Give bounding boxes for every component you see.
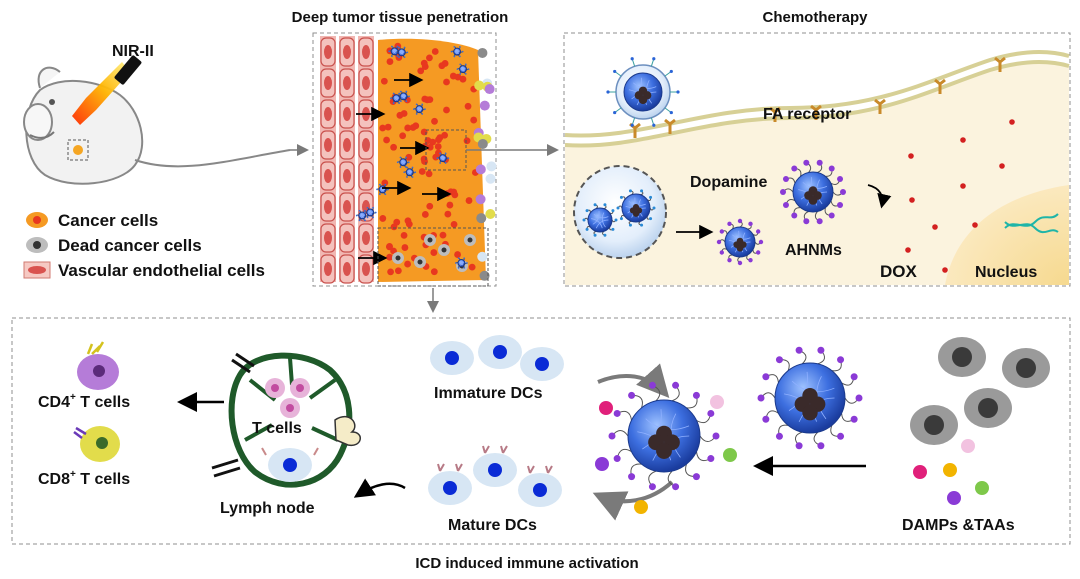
penetration-arrows bbox=[356, 72, 452, 266]
title-immune-activation: ICD induced immune activation bbox=[415, 555, 638, 572]
dead-cell-icon bbox=[938, 337, 986, 377]
nucleus-label: Nucleus bbox=[975, 264, 1037, 281]
nanoparticle-icon bbox=[436, 152, 450, 164]
svg-text:Cancer cells: Cancer cells bbox=[58, 211, 158, 230]
immune-panel: CD4+ T cells CD8+ T cells T cells Lymph … bbox=[11, 317, 1071, 545]
laser-icon bbox=[72, 55, 142, 125]
tissue-panel bbox=[312, 32, 497, 287]
title-penetration: Deep tumor tissue penetration bbox=[292, 9, 509, 26]
nanoparticle-icon bbox=[757, 346, 863, 450]
nanoparticle-icon bbox=[780, 159, 846, 225]
ahnms-label: AHNMs bbox=[785, 242, 842, 259]
dead-cancer-cells bbox=[910, 337, 1050, 445]
capsule-top bbox=[606, 57, 680, 127]
nanoparticle-icon bbox=[716, 218, 764, 266]
nanoparticle-icon bbox=[623, 72, 663, 112]
nanoparticle-icon bbox=[582, 203, 618, 237]
zoom-box-immune bbox=[377, 227, 489, 287]
mature-dc-icon bbox=[473, 445, 517, 487]
nanoparticle-icon bbox=[608, 381, 720, 491]
dead-cell-icon bbox=[964, 388, 1012, 428]
legend: Cancer cells Dead cancer cells Vascular … bbox=[23, 211, 265, 280]
legend-item-endothelial: Vascular endothelial cells bbox=[23, 261, 265, 280]
legend-item-cancer: Cancer cells bbox=[26, 211, 158, 230]
nanoparticles bbox=[573, 57, 846, 266]
nucleus bbox=[945, 185, 1069, 285]
dead-cell-icon bbox=[1002, 348, 1050, 388]
dead-cell-icon bbox=[910, 405, 958, 445]
cd8-t-cell bbox=[73, 426, 120, 462]
mature-dc-icon bbox=[518, 465, 562, 507]
damp-molecules bbox=[595, 395, 989, 514]
fa-receptor-label: FA receptor bbox=[763, 106, 851, 123]
immature-dc-icon bbox=[430, 341, 474, 375]
nanoparticle-icon bbox=[616, 189, 656, 227]
tumor-site-box bbox=[67, 139, 89, 161]
immature-dc-icon bbox=[520, 347, 564, 381]
nanoparticle-icon bbox=[363, 206, 377, 219]
tumor-icon bbox=[73, 145, 83, 155]
nanoparticle-icon bbox=[413, 103, 426, 115]
immature-dcs-label: Immature DCs bbox=[434, 385, 543, 402]
cd8-label: CD8+ T cells bbox=[38, 469, 130, 488]
dox-label: DOX bbox=[880, 262, 918, 281]
title-chemotherapy: Chemotherapy bbox=[762, 9, 868, 26]
lymph-node bbox=[211, 352, 361, 488]
t-cells-label: T cells bbox=[252, 420, 302, 437]
nanoparticle-icon bbox=[455, 257, 468, 269]
nanoparticle-icon bbox=[450, 45, 464, 58]
nanoparticle-icon bbox=[390, 92, 403, 104]
chemotherapy-panel: FA receptor Dopamine AHNMs DOX Nucleus bbox=[563, 32, 1071, 287]
capsule-large bbox=[573, 165, 667, 259]
tumor-mass bbox=[355, 38, 497, 282]
nanoparticle-icon bbox=[456, 63, 470, 75]
mouse-illustration bbox=[23, 66, 291, 185]
nanoparticle-icon bbox=[403, 166, 417, 178]
svg-text:Dead cancer cells: Dead cancer cells bbox=[58, 236, 202, 255]
legend-item-dead: Dead cancer cells bbox=[26, 236, 202, 255]
immature-dcs bbox=[430, 335, 564, 381]
cd4-t-cell bbox=[77, 341, 119, 390]
dox-molecules bbox=[905, 119, 1015, 273]
mature-dc-icon bbox=[428, 463, 472, 505]
svg-text:Vascular endothelial cells: Vascular endothelial cells bbox=[58, 261, 265, 280]
immune-nanoparticles bbox=[608, 346, 863, 491]
mature-dcs-label: Mature DCs bbox=[448, 517, 537, 534]
mature-dcs bbox=[428, 445, 562, 507]
lymph-node-label: Lymph node bbox=[220, 500, 315, 517]
laser-label: NIR-II bbox=[112, 43, 154, 60]
blood-vessel-wall bbox=[320, 36, 374, 284]
immature-dc-icon bbox=[478, 335, 522, 369]
dna-icon bbox=[1004, 213, 1059, 234]
cd4-label: CD4+ T cells bbox=[38, 392, 130, 411]
nanoparticle-icon bbox=[395, 46, 409, 59]
dopamine-label: Dopamine bbox=[690, 174, 767, 191]
damps-label: DAMPs &TAAs bbox=[902, 517, 1015, 534]
